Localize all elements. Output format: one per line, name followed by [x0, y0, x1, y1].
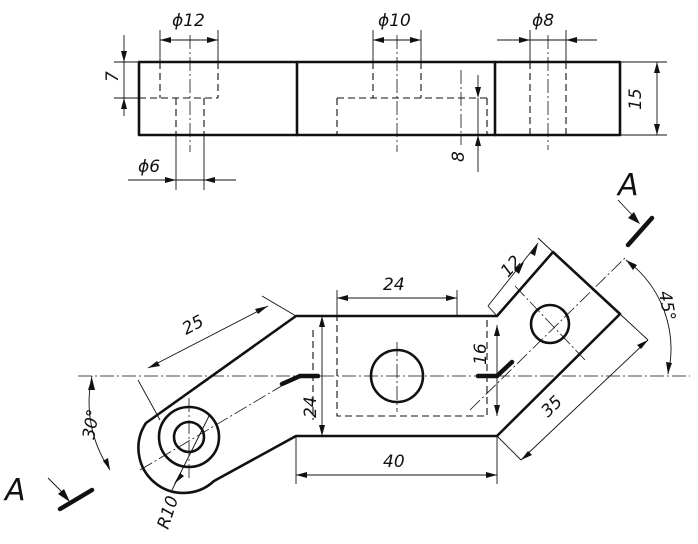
top-view-dimensions: [114, 30, 667, 190]
dim-24-top: 24: [383, 275, 405, 295]
cut-mark-left: [57, 487, 95, 512]
dim-25-group: [137, 295, 297, 421]
radius-r10: R10: [154, 494, 183, 532]
dim-16: 16: [471, 343, 491, 365]
dim-25: 25: [179, 312, 207, 340]
section-arrow-right: [628, 212, 640, 224]
dim-8: 8: [449, 151, 469, 162]
top-view: ϕ12 ϕ10 ϕ8 ϕ6 7 15 8: [103, 11, 667, 190]
left-arm-axis: [139, 374, 301, 471]
dim-12: 12: [497, 252, 526, 281]
radius-group: [171, 413, 211, 491]
right-hole: [529, 303, 571, 345]
dim-dia-10: ϕ10: [378, 11, 411, 31]
dim-40: 40: [383, 452, 405, 472]
main-view: A A 24 40 24: [3, 168, 690, 532]
dim-35-group: [496, 313, 649, 461]
angle-45: 45°: [654, 289, 679, 322]
angle-45-group: [625, 259, 672, 375]
section-label-left: A: [3, 473, 26, 508]
left-hidden-holes: [139, 35, 219, 152]
angle-30: 30°: [79, 408, 104, 441]
right-hidden-hole: [529, 35, 567, 150]
dim-24-side: 24: [301, 396, 321, 418]
angle-30-group: [88, 375, 111, 471]
middle-hidden-hole: [336, 35, 488, 152]
dim-dia-6: ϕ6: [138, 157, 160, 177]
dim-40-group: [295, 436, 498, 484]
dim-dia-8: ϕ8: [532, 11, 554, 31]
section-label-right: A: [616, 168, 639, 203]
right-hole-axis-2: [514, 285, 586, 361]
dim-7: 7: [103, 71, 123, 82]
right-arm-axis: [469, 257, 626, 411]
dim-24-side-group: [319, 316, 325, 436]
cut-mark-right: [625, 215, 655, 248]
cut-mark-mid-left: [279, 373, 303, 387]
dim-15: 15: [626, 88, 646, 110]
dim-24-top-group: [336, 290, 458, 316]
cut-mark-mid-right-2: [494, 359, 515, 379]
section-arrow-left: [58, 489, 70, 502]
dim-16-group: [494, 325, 500, 416]
dim-dia-12: ϕ12: [172, 11, 205, 31]
hidden-pocket: [336, 315, 488, 417]
dim-12-group: [487, 237, 554, 317]
left-boss-circle: [157, 405, 221, 469]
dim-35: 35: [537, 392, 566, 421]
part-outline: [137, 250, 622, 495]
left-hole: [172, 420, 206, 454]
center-hole: [369, 348, 425, 404]
